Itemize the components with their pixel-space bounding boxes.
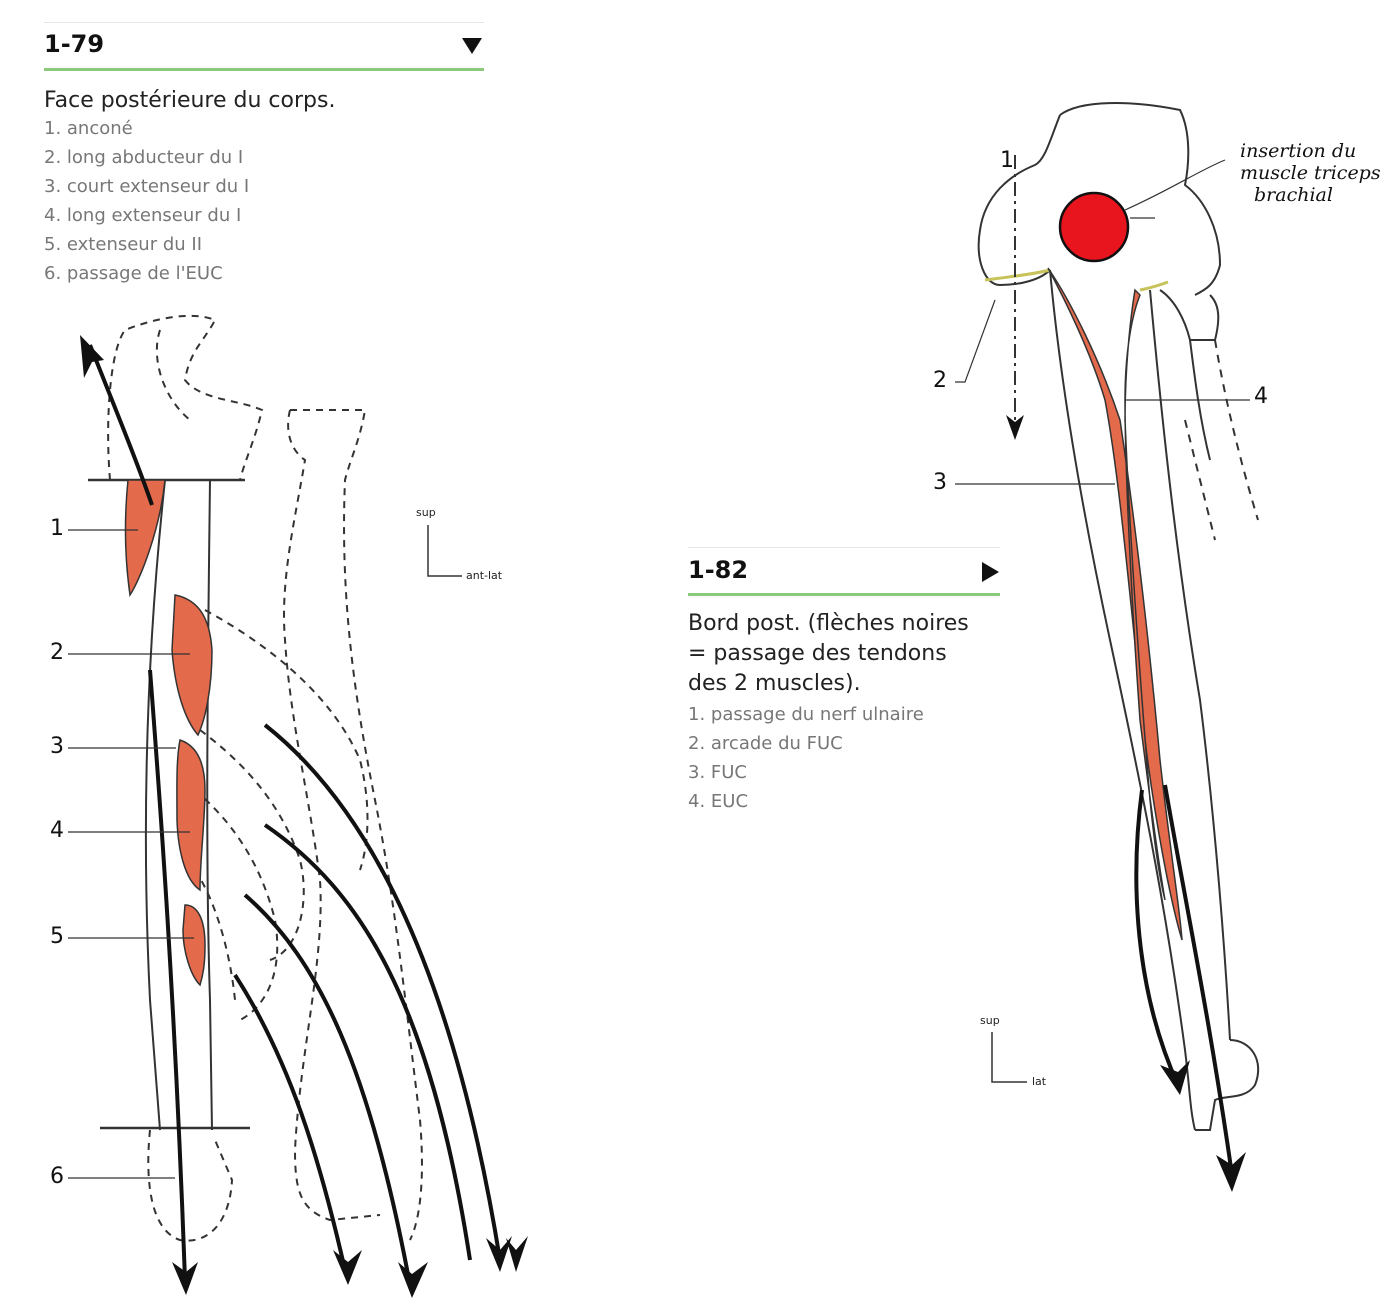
legend-list-left: 1. anconé 2. long abducteur du I 3. cour…	[44, 114, 249, 288]
left-arrowheads	[80, 335, 528, 1298]
top-divider	[688, 547, 1000, 548]
legend-item: 5. extenseur du II	[44, 234, 203, 255]
label-6: 6	[50, 1164, 64, 1189]
caption-line: = passage des tendons	[688, 641, 947, 666]
left-tendon-arrows	[88, 344, 502, 1286]
orientation-side-right: lat	[1032, 1075, 1047, 1088]
legend-item: 1. anconé	[44, 118, 133, 139]
right-muscles	[1047, 267, 1183, 941]
orientation-up-left: sup	[416, 506, 436, 519]
play-marker-icon	[462, 38, 482, 54]
legend-item: 2. long abducteur du I	[44, 147, 244, 168]
figure-number-1-79: 1-79	[44, 30, 105, 58]
right-orientation-mark	[991, 1032, 1027, 1083]
caption-line: des 2 muscles).	[688, 671, 861, 696]
legend-item: 2. arcade du FUC	[688, 733, 843, 754]
label-2: 2	[50, 640, 64, 665]
left-muscle-insertions	[124, 479, 213, 987]
legend-item: 3. court extenseur du I	[44, 176, 250, 197]
handwritten-annotation: insertion du muscle triceps brachial	[1240, 140, 1390, 206]
label-3: 3	[933, 470, 947, 495]
right-tendon-arrows	[1134, 784, 1234, 1176]
legend-item: 3. FUC	[688, 762, 747, 783]
label-3: 3	[50, 734, 64, 759]
triceps-insertion-marker	[1058, 191, 1130, 263]
label-4: 4	[50, 818, 64, 843]
header-rule	[44, 68, 484, 71]
annotation-line: muscle triceps	[1240, 162, 1381, 184]
right-ulna-drawing	[977, 102, 1260, 1131]
label-1: 1	[1000, 148, 1014, 173]
label-1: 1	[50, 516, 64, 541]
header-rule	[688, 593, 1000, 596]
legend-list-right: 1. passage du nerf ulnaire 2. arcade du …	[688, 700, 924, 816]
caption-title-right: Bord post. (flèches noires = passage des…	[688, 609, 969, 699]
legend-item: 6. passage de l'EUC	[44, 263, 223, 284]
label-2: 2	[933, 368, 947, 393]
left-ulna-drawing	[88, 314, 423, 1242]
caption-title-left: Face postérieure du corps.	[44, 88, 336, 113]
top-divider	[44, 22, 484, 23]
orientation-up-right: sup	[980, 1014, 1000, 1027]
orientation-side-left: ant-lat	[466, 569, 503, 582]
left-orientation-mark	[427, 525, 462, 577]
legend-item: 4. EUC	[688, 791, 749, 812]
play-marker-icon	[982, 562, 999, 582]
label-4: 4	[1254, 384, 1268, 409]
legend-item: 1. passage du nerf ulnaire	[688, 704, 924, 725]
label-5: 5	[50, 924, 64, 949]
figure-number-1-82: 1-82	[688, 556, 749, 584]
left-leader-lines	[68, 529, 194, 1179]
right-arrowheads	[1006, 415, 1246, 1192]
annotation-line: brachial	[1254, 184, 1333, 206]
annotation-line: insertion du	[1240, 140, 1357, 162]
right-leader-lines	[955, 159, 1250, 485]
caption-line: Bord post. (flèches noires	[688, 611, 969, 636]
legend-item: 4. long extenseur du I	[44, 205, 242, 226]
